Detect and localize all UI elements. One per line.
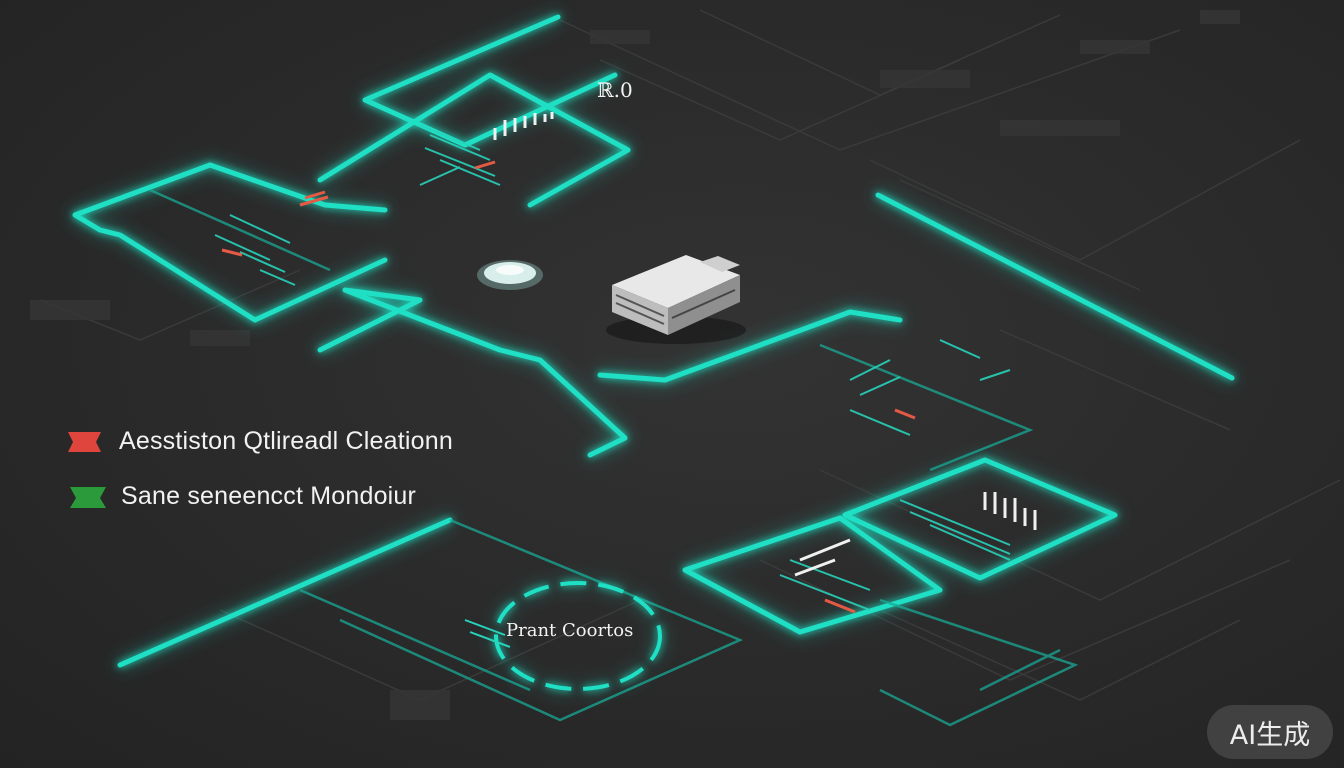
lower-module-b — [842, 457, 1118, 581]
background-blocks — [30, 10, 1240, 720]
version-label: ℝ.0 — [597, 78, 633, 102]
bottom-left-trace — [117, 517, 453, 668]
background-grid — [39, 9, 1341, 701]
left-module-outline — [72, 162, 388, 323]
server-link — [597, 309, 903, 383]
sensor-dome-icon — [477, 260, 543, 290]
top-module-inner — [317, 72, 631, 208]
server-icon — [606, 255, 746, 344]
circle-label: Prant Coortos — [506, 620, 634, 641]
bar-glyphs — [493, 112, 1037, 577]
legend-marker-green-icon — [70, 487, 106, 508]
dashed-ring — [464, 581, 662, 691]
alert-glyphs — [221, 160, 916, 614]
legend-marker-red-icon — [68, 432, 101, 452]
circuit-traces — [72, 14, 1235, 668]
legend-item-0-label: Aesstiston Qtlireadl Cleationn — [119, 427, 453, 455]
right-long-trace — [875, 192, 1235, 381]
lower-module-a — [682, 515, 943, 635]
legend-markers — [68, 432, 106, 508]
center-bus — [317, 287, 628, 458]
legend-item-1-label: Sane seneencct Mondoiur — [121, 482, 417, 510]
top-module-outline — [362, 14, 618, 148]
left-module-link — [207, 162, 388, 213]
ai-generated-badge: AI生成 — [1207, 705, 1333, 759]
readout-glyphs — [214, 124, 1011, 611]
secondary-traces — [149, 188, 1079, 727]
